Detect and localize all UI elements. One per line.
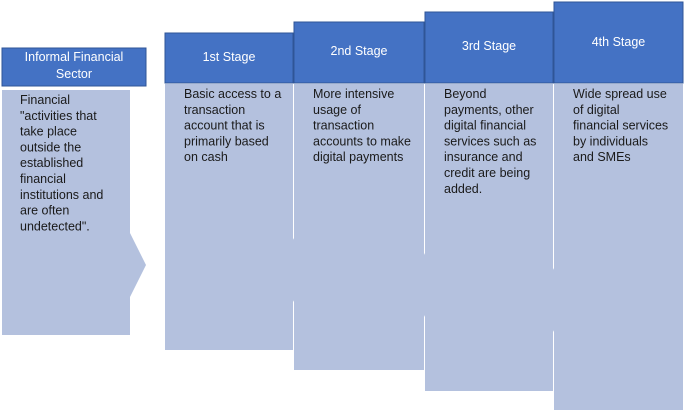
stage-1-body-text: primarily based bbox=[184, 134, 269, 148]
informal-header-text: Sector bbox=[56, 67, 92, 81]
stage-4-header-text: 4th Stage bbox=[592, 35, 646, 49]
stage-2-body-text: accounts to make bbox=[313, 134, 411, 148]
informal-body-text: established bbox=[20, 156, 83, 170]
informal-body-shape bbox=[2, 90, 146, 335]
stage-1-header-text: 1st Stage bbox=[203, 50, 256, 64]
stage-3-header-box bbox=[424, 11, 554, 84]
informal-body-text: are often bbox=[20, 204, 69, 218]
informal-body-text: Financial bbox=[20, 93, 70, 107]
stage-1-header-box bbox=[164, 32, 294, 84]
informal-body-text: institutions and bbox=[20, 188, 103, 202]
stage-1-body-text: on cash bbox=[184, 150, 228, 164]
informal-body-text: outside the bbox=[20, 140, 81, 154]
stage-4-body-text: of digital bbox=[573, 103, 620, 117]
informal-body-text: undetected". bbox=[20, 219, 90, 233]
stage-3-body-text: added. bbox=[444, 182, 482, 196]
stage-1-body-shape bbox=[165, 84, 312, 350]
stage-3-header-text: 3rd Stage bbox=[462, 39, 516, 53]
informal-header-text: Informal Financial bbox=[25, 50, 124, 64]
stage-2-body-shape bbox=[294, 84, 441, 370]
stage-3-body-text: digital financial bbox=[444, 119, 526, 133]
stage-2-body-text: usage of bbox=[313, 103, 361, 117]
informal-header-box bbox=[1, 47, 147, 87]
stage-3-body-text: insurance and bbox=[444, 150, 523, 164]
stage-1-body-text: account that is bbox=[184, 119, 265, 133]
stage-4-body-text: and SMEs bbox=[573, 150, 631, 164]
stage-3-body-text: payments, other bbox=[444, 103, 534, 117]
stage-2-header-text: 2nd Stage bbox=[331, 44, 388, 58]
informal-body-text: financial bbox=[20, 172, 66, 186]
stage-4-body-text: by individuals bbox=[573, 134, 648, 148]
stage-3-body-text: credit are being bbox=[444, 166, 530, 180]
stage-3-body-shape bbox=[425, 84, 571, 391]
stage-3-body-text: services such as bbox=[444, 134, 536, 148]
stage-2-header-box bbox=[293, 21, 425, 84]
informal-body-text: "activities that bbox=[20, 109, 97, 123]
stage-4-header-box bbox=[553, 1, 684, 84]
stage-4-body-text: Wide spread use bbox=[573, 87, 667, 101]
stage-2-body-text: transaction bbox=[313, 119, 374, 133]
stage-2-body-text: digital payments bbox=[313, 150, 403, 164]
stage-1-body-text: transaction bbox=[184, 103, 245, 117]
stage-3-body-text: Beyond bbox=[444, 87, 486, 101]
stage-4-body-text: financial services bbox=[573, 119, 668, 133]
stage-4-body-shape bbox=[554, 84, 683, 410]
stage-2-body-text: More intensive bbox=[313, 87, 394, 101]
stage-1-body-text: Basic access to a bbox=[184, 87, 281, 101]
informal-body-text: take place bbox=[20, 125, 77, 139]
